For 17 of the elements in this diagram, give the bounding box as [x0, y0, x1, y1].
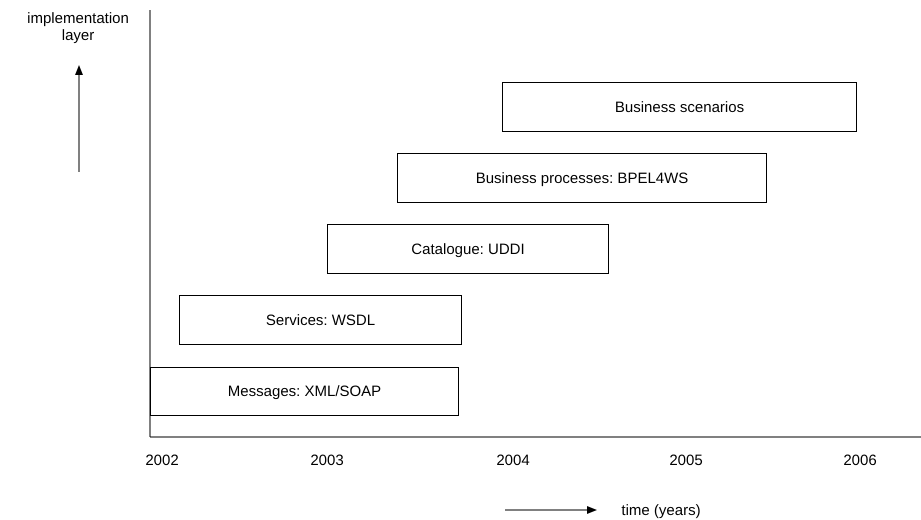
timeline-bar — [397, 153, 767, 203]
axis-title: implementation layer — [26, 10, 130, 44]
year-tick-label: 2002 — [144, 452, 180, 469]
bar-label: Messages: XML/SOAP — [228, 383, 382, 400]
timeline-bar — [327, 224, 609, 274]
year-tick-label: 2006 — [842, 452, 878, 469]
year-tick-label: 2005 — [668, 452, 704, 469]
bar-label: Catalogue: UDDI — [411, 240, 525, 258]
timeline-bar — [150, 367, 459, 416]
bar-label: Business processes: BPEL4WS — [476, 170, 688, 186]
year-tick-label: 2004 — [495, 452, 531, 469]
bar-label: Business scenarios — [614, 98, 744, 116]
year-tick-label: 2003 — [309, 452, 345, 469]
timeline-bar — [502, 82, 857, 132]
bar-label: Services: WSDL — [266, 312, 376, 328]
axis-title: time (years) — [620, 502, 702, 519]
timeline-bar — [179, 295, 462, 345]
